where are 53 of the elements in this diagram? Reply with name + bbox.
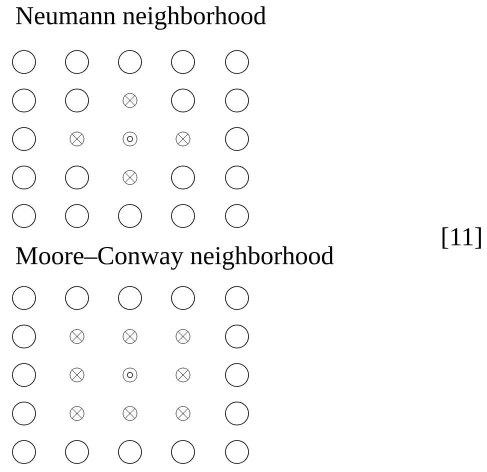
empty-circle — [12, 402, 36, 426]
crossed-circle — [70, 132, 84, 146]
crossed-circle — [176, 329, 190, 344]
empty-circle — [225, 127, 249, 151]
empty-circle — [12, 363, 36, 387]
empty-circle — [118, 204, 142, 228]
crossed-circle — [70, 406, 84, 421]
center-cell-circle — [122, 132, 138, 146]
empty-circle — [118, 50, 142, 74]
empty-circle — [65, 88, 89, 112]
empty-circle — [12, 440, 36, 464]
empty-circle — [65, 166, 89, 190]
crossed-circle — [70, 329, 84, 344]
empty-circle — [12, 127, 36, 151]
empty-circle — [12, 286, 36, 310]
empty-circle — [225, 88, 249, 112]
empty-circle — [171, 88, 195, 112]
empty-circle — [225, 166, 249, 190]
empty-circle — [171, 166, 195, 190]
heading: Moore–Conway neighborhood — [16, 246, 334, 270]
reference-number: [11] — [442, 227, 481, 249]
crossed-circle — [70, 368, 84, 382]
crossed-circle — [122, 329, 138, 344]
empty-circle — [225, 363, 249, 387]
crossed-circle — [122, 93, 138, 108]
empty-circle — [118, 440, 142, 464]
crossed-circle — [122, 170, 138, 185]
empty-circle — [12, 204, 36, 228]
empty-circle — [225, 402, 249, 426]
empty-circle — [225, 204, 249, 228]
center-cell-circle — [122, 368, 138, 382]
empty-circle — [225, 324, 249, 348]
empty-circle — [118, 286, 142, 310]
empty-circle — [65, 286, 89, 310]
empty-circle — [171, 440, 195, 464]
empty-circle — [12, 88, 36, 112]
empty-circle — [65, 50, 89, 74]
crossed-circle — [176, 406, 190, 421]
empty-circle — [225, 286, 249, 310]
crossed-circle — [176, 368, 190, 382]
empty-circle — [171, 50, 195, 74]
empty-circle — [225, 440, 249, 464]
crossed-circle — [176, 132, 190, 146]
crossed-circle — [122, 406, 138, 421]
empty-circle — [12, 166, 36, 190]
empty-circle — [12, 324, 36, 348]
empty-circle — [171, 286, 195, 310]
empty-circle — [65, 440, 89, 464]
heading: Neumann neighborhood — [16, 6, 266, 30]
empty-circle — [171, 204, 195, 228]
empty-circle — [12, 50, 36, 74]
empty-circle — [225, 50, 249, 74]
empty-circle — [65, 204, 89, 228]
